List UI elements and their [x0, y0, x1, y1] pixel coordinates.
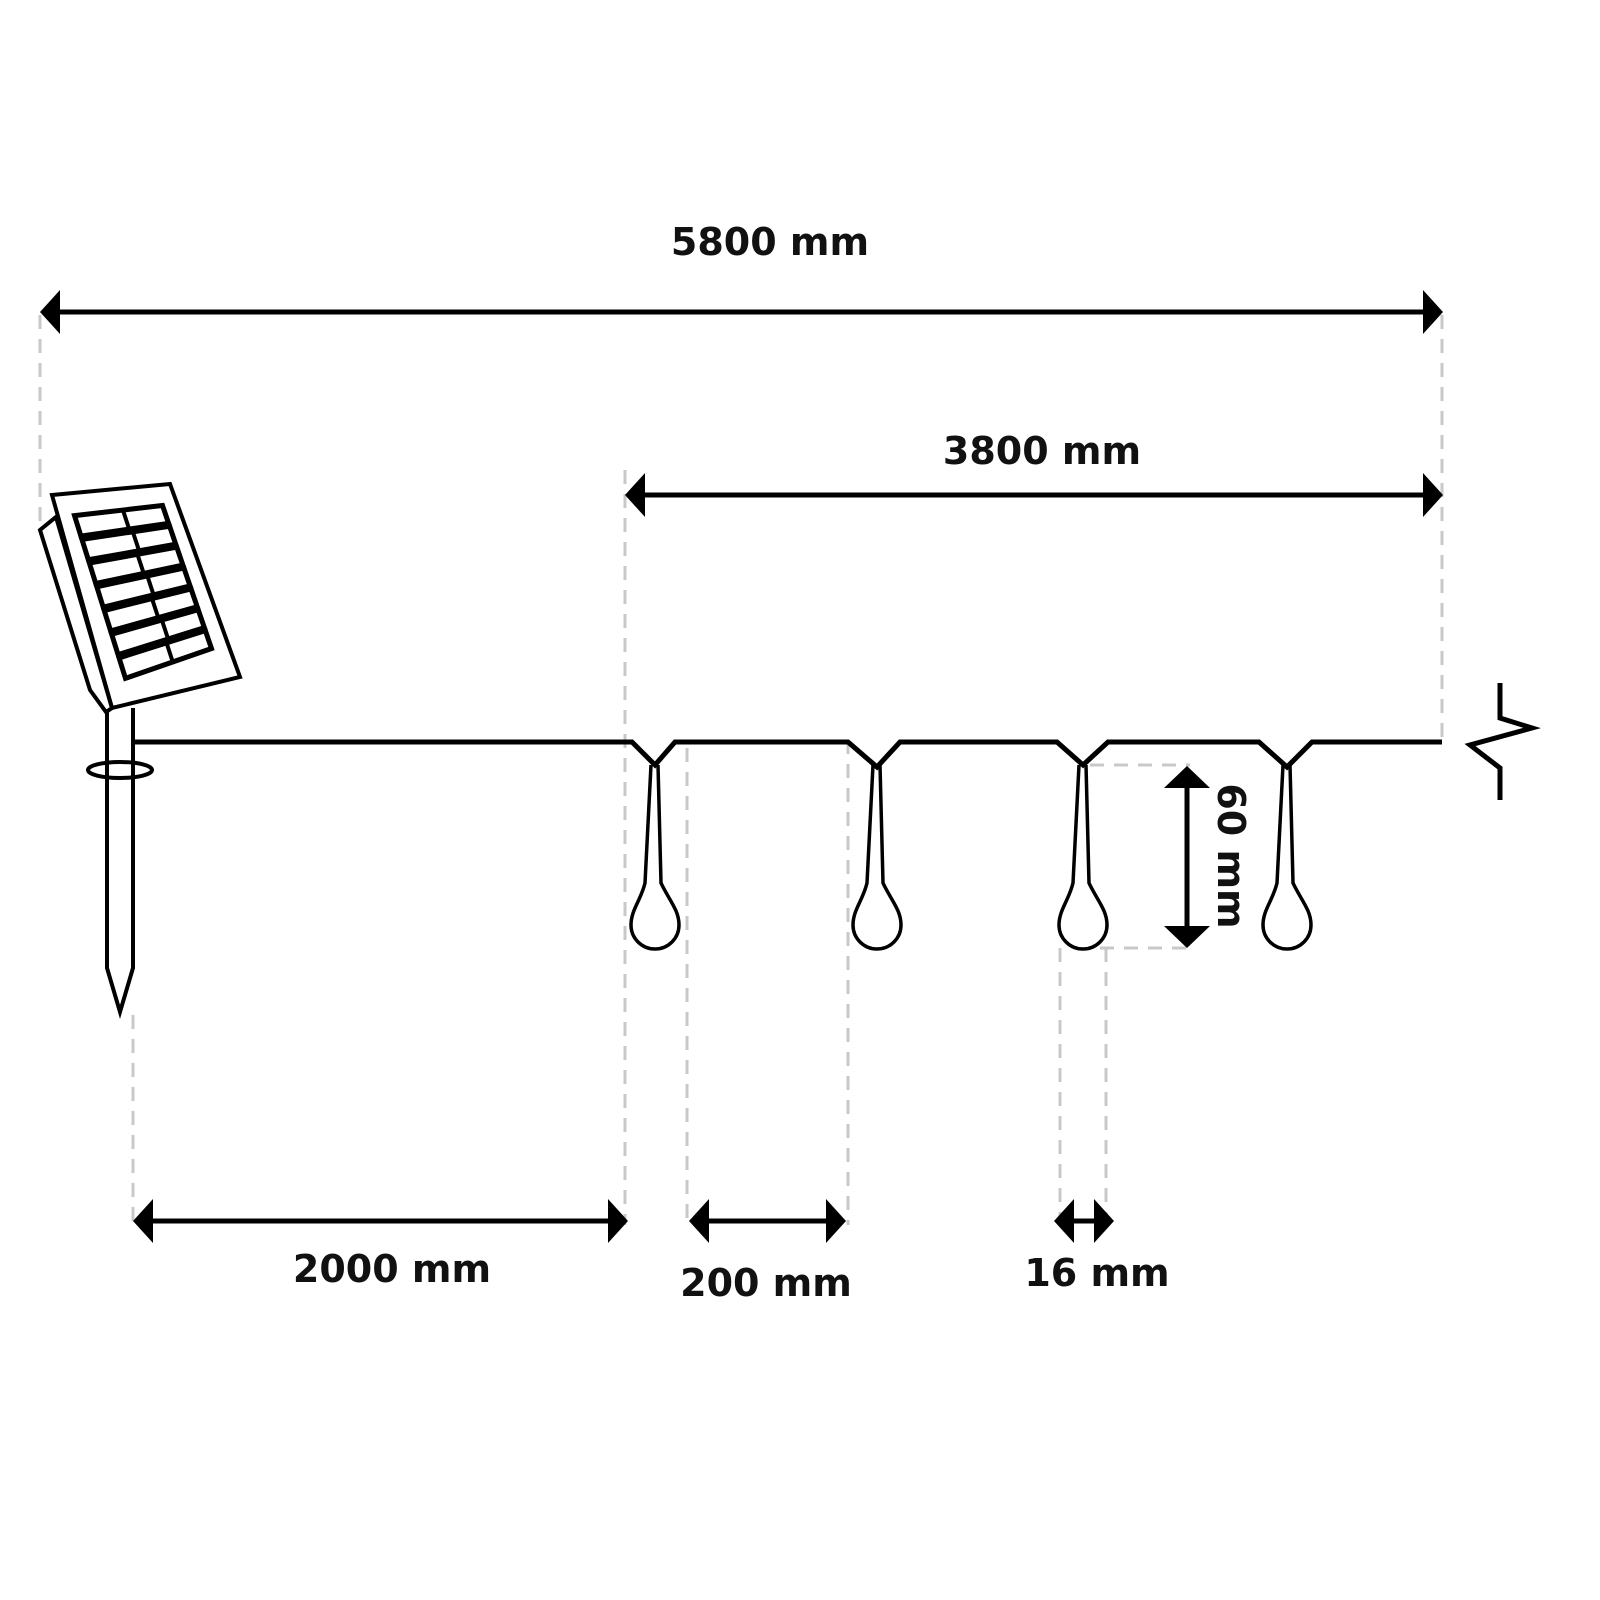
ground-stake [105, 708, 135, 1020]
solar-cell-divider [145, 575, 156, 596]
lead-cable-label: 2000 mm [293, 1247, 491, 1291]
solar-cell-row [93, 565, 194, 611]
arrowhead-right-icon [1094, 1199, 1114, 1243]
arrowhead-up-icon [1164, 766, 1210, 788]
bulbs [629, 764, 1313, 951]
solar-cell-row [71, 502, 172, 539]
solar-cell-divider [121, 509, 132, 530]
bulb-icon [851, 764, 903, 951]
light-string-wire [133, 739, 1442, 771]
arrowhead-right-icon [1423, 290, 1443, 334]
solar-cell-row [78, 523, 180, 563]
arrowhead-left-icon [133, 1199, 153, 1243]
solar-cell-divider [164, 642, 175, 663]
arrowhead-left-icon [625, 473, 645, 517]
arrowhead-right-icon [826, 1199, 846, 1243]
panel-cells [71, 502, 215, 682]
bulb-diameter-label: 16 mm [1024, 1251, 1169, 1295]
solar-cell-row [108, 606, 208, 658]
dimension-arrows [40, 290, 1443, 1243]
bulb-spacing-label: 200 mm [680, 1261, 852, 1305]
solar-cell-divider [135, 553, 146, 575]
arrowhead-left-icon [1054, 1199, 1074, 1243]
lit-length-label: 3800 mm [943, 429, 1141, 473]
total-length-label: 5800 mm [671, 220, 869, 264]
arrowhead-left-icon [40, 290, 60, 334]
bulb-icon [1261, 764, 1313, 951]
bulb-icon [629, 764, 681, 951]
solar-cell-row [115, 627, 215, 682]
solar-cell-divider [130, 531, 141, 552]
panel-side [37, 513, 115, 715]
guide-lines [38, 315, 1444, 1225]
solar-cell-row [86, 544, 187, 587]
solar-panel [49, 481, 243, 711]
cable-break-icon [1464, 683, 1541, 800]
bulb-height-label: 60 mm [1209, 783, 1253, 928]
arrowhead-left-icon [689, 1199, 709, 1243]
solar-cell-divider [150, 597, 161, 619]
arrowhead-right-icon [1423, 473, 1443, 517]
solar-panel-stake [37, 481, 243, 1020]
arrowhead-right-icon [608, 1199, 628, 1243]
stake-collar [86, 760, 154, 780]
bulb-icon [1057, 764, 1109, 951]
solar-cell-row [101, 585, 201, 634]
solar-cell-divider [159, 619, 171, 640]
arrowhead-down-icon [1164, 926, 1210, 948]
